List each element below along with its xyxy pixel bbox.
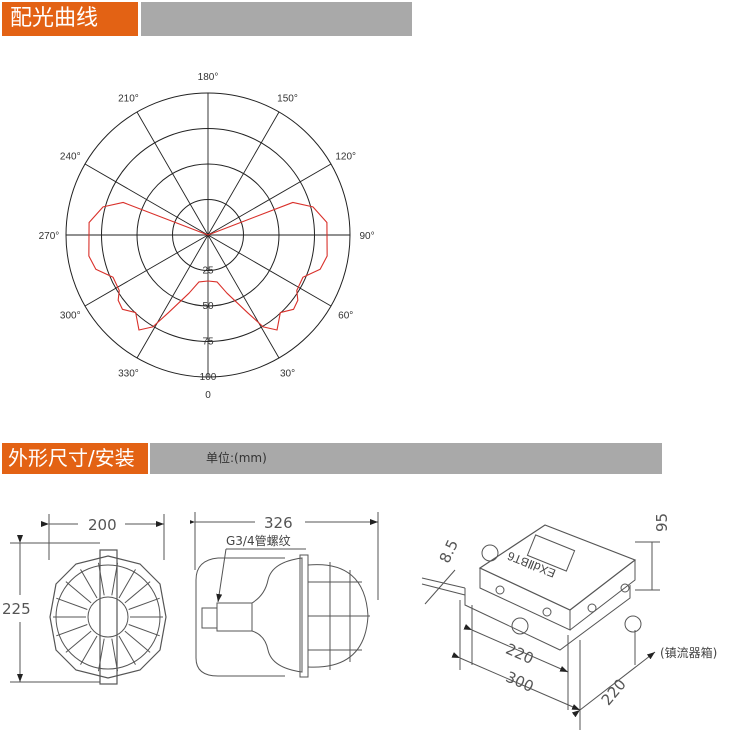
ballast-marking: EXdⅡBT6 [505,548,557,580]
fin-line [80,569,98,599]
fin-line [118,635,136,665]
dim-depth: 220 [598,675,630,709]
angle-label: 270° [39,231,60,242]
fin-line [111,638,119,672]
angle-label: 60° [338,311,353,322]
fin-line [124,581,151,604]
dim-length: 300 [503,668,536,696]
fin-line [111,562,119,596]
fin-line [128,624,160,637]
polar-spoke [84,234,209,307]
polar-spoke [207,111,280,236]
section-title: 配光曲线 [10,6,99,31]
fin-line [65,581,92,604]
intensity-curve [88,201,328,331]
ring-label: 75 [202,337,214,348]
fin-line [128,597,160,610]
fin-line [118,569,136,599]
unit-note: 单位:(mm) [206,451,267,465]
polar-spoke [136,234,209,359]
polar-spoke [207,234,280,359]
side-view-drawing: 326 G3/4管螺纹 [190,512,379,678]
angle-label: 180° [198,72,219,83]
fin-line [65,630,92,653]
ballast-box-drawing: EXdⅡBT6 8.5 95 220 300 220 (镇流器箱) [421,513,717,730]
angle-label: 210° [118,93,139,104]
ring-label: 100 [200,372,217,383]
side-length-label: 326 [264,514,293,532]
angle-label: 0 [205,390,211,401]
section-header-dimensions: 外形尺寸/安装图 [2,443,148,501]
fin-line [56,597,88,610]
fin-line [97,562,105,596]
thread-label: G3/4管螺纹 [226,533,291,548]
ring-label: 25 [202,266,214,277]
angle-label: 150° [277,93,298,104]
angle-label: 240° [60,151,81,162]
section-header-light-distribution: 配光曲线 [2,2,138,36]
front-view-drawing: 200 225 [2,514,167,685]
section-header-bar: 单位:(mm) [150,443,662,474]
fin-line [124,630,151,653]
fin-line [56,624,88,637]
polar-spoke [207,234,332,307]
polar-spoke [84,163,209,236]
fin-line [97,638,105,672]
section-title: 外形尺寸/安装图 [8,446,135,501]
fin-line [80,635,98,665]
angle-label: 30° [280,369,295,380]
ring-label: 50 [202,301,214,312]
front-height-label: 225 [2,600,31,618]
angle-label: 90° [359,231,374,242]
angle-label: 300° [60,311,81,322]
ballast-caption: (镇流器箱) [660,645,717,660]
angle-label: 330° [118,369,139,380]
dim-inner-width: 220 [503,640,536,668]
front-width-label: 200 [88,516,117,534]
angle-label: 120° [335,151,356,162]
polar-spoke [207,163,332,236]
dim-height: 95 [653,513,671,532]
section-header-bar [141,2,412,36]
dim-flange: 8.5 [436,537,462,566]
polar-chart: 0 30° 60° 90° 120° 150° 180° 210° 240° 270° 300° 33… [39,72,375,401]
polar-spoke [136,111,209,236]
